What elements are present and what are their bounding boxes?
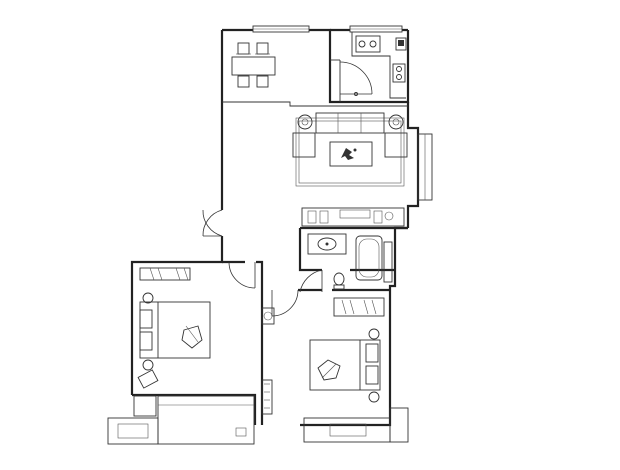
bedroom-left [137,267,211,389]
tv-cabinet [301,207,405,227]
top-windows [252,25,403,33]
window-right-bottom [303,407,409,443]
entrance-door [202,209,223,237]
bedroom-right-door [271,289,299,317]
living-room-sofa-set [292,112,408,187]
bathroom-door [299,269,323,293]
bedroom-right [309,297,385,403]
corridor-shelf [261,307,275,415]
kitchen-counter [351,32,407,99]
kitchen-door [339,61,373,96]
bathroom [307,233,393,290]
balcony-left [107,395,255,445]
living-balcony [417,133,433,201]
bedroom-left-door [228,261,256,289]
dining-table-set [231,42,276,88]
